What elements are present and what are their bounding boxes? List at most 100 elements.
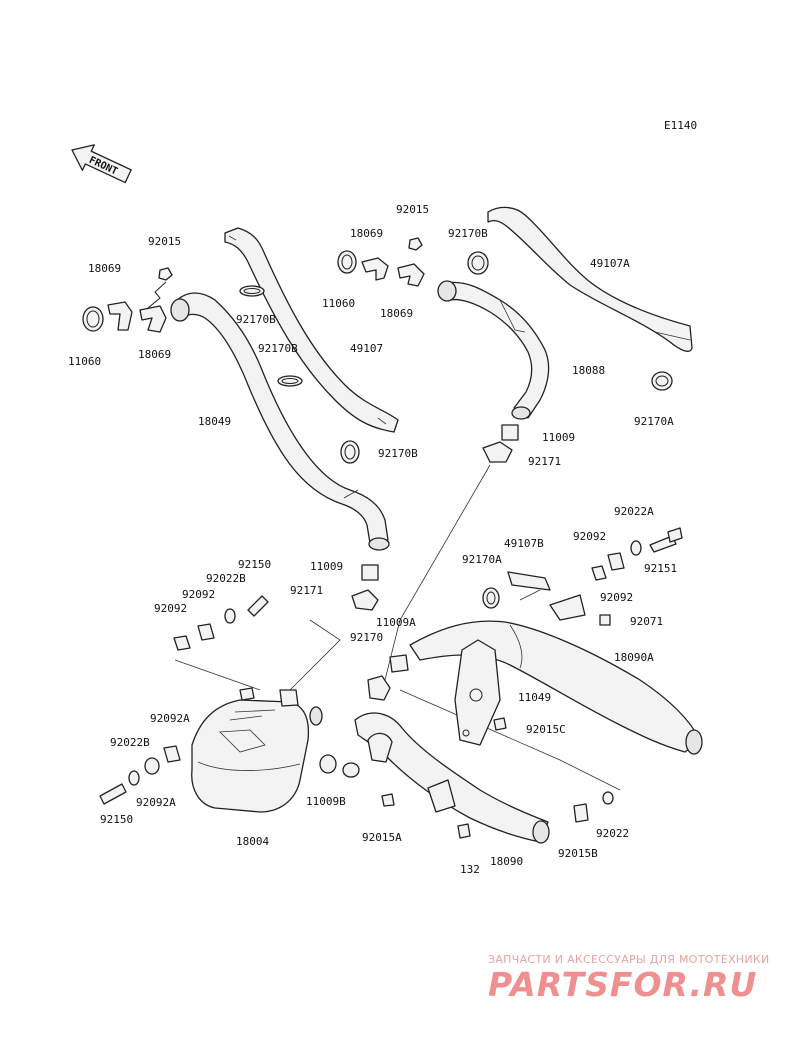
label-11009b: 11009B [306, 795, 346, 808]
bolt-132 [457, 823, 471, 839]
clamp-92170b-4 [467, 251, 489, 275]
label-92171-b: 92171 [290, 584, 323, 597]
part-labels: 92015 18069 11060 18069 92170B 92170B 49… [68, 203, 677, 876]
clamp-92170b-2 [277, 375, 303, 387]
watermark-brand: PARTSFOR.RU [488, 965, 757, 1004]
gasket-11009-top [501, 424, 519, 441]
heat-cover-49107b [507, 571, 551, 591]
clamp-92171-top [482, 441, 513, 463]
label-11009-a: 11009 [542, 431, 575, 444]
bracket-mount [549, 594, 586, 621]
gasket-11009a [389, 654, 409, 673]
label-92015-a: 92015 [148, 235, 181, 248]
nut-92015b [573, 803, 589, 823]
label-92170b-c: 92170B [378, 447, 418, 460]
washer-92022a [630, 540, 642, 556]
label-92071: 92071 [630, 615, 663, 628]
label-92092-a: 92092 [573, 530, 606, 543]
label-92092a-a: 92092A [150, 712, 190, 725]
label-92022b-b: 92022B [110, 736, 150, 749]
label-92015b: 92015B [558, 847, 598, 860]
label-132: 132 [460, 863, 480, 876]
washer-92022b-bottom [128, 770, 140, 786]
label-92150-b: 92150 [100, 813, 133, 826]
label-18069-a: 18069 [88, 262, 121, 275]
clamp-92170a-mid [482, 587, 500, 609]
flange-18069-right [361, 257, 389, 281]
label-92022: 92022 [596, 827, 629, 840]
label-92015c: 92015C [526, 723, 566, 736]
clamp-92171-left [351, 589, 379, 611]
heat-cover-49107 [224, 227, 399, 433]
label-92170b-a: 92170B [236, 313, 276, 326]
label-18069-d: 18069 [380, 307, 413, 320]
watermark-tagline: ЗАПЧАСТИ И АКСЕССУАРЫ ДЛЯ МОТОТЕХНИКИ [488, 953, 770, 966]
grommet-92092-a [591, 565, 607, 581]
grommet-92092a-a [163, 745, 181, 763]
label-11049: 11049 [518, 691, 551, 704]
label-92015a: 92015A [362, 831, 402, 844]
flange-18069-left-2 [139, 305, 167, 333]
label-18069-c: 18069 [350, 227, 383, 240]
flange-18069-left [107, 301, 133, 331]
clamp-92170a-right [651, 371, 673, 391]
label-92170a-a: 92170A [634, 415, 674, 428]
label-92170: 92170 [350, 631, 383, 644]
label-92150-a: 92150 [238, 558, 271, 571]
header-pipe-18049 [170, 292, 390, 551]
pre-muffler-18004 [191, 687, 323, 813]
clamp-lower [342, 762, 360, 778]
header-pipe-18088 [437, 280, 550, 420]
gasket-11060-left [82, 306, 104, 332]
label-92171-a: 92171 [528, 455, 561, 468]
label-92170a-b: 92170A [462, 553, 502, 566]
grommet-92092a-b [144, 757, 160, 775]
muffler-18090 [354, 712, 550, 844]
label-49107: 49107 [350, 342, 383, 355]
label-11060-a: 11060 [68, 355, 101, 368]
nut-92015a [381, 793, 395, 807]
label-92015-b: 92015 [396, 203, 429, 216]
label-92092-b: 92092 [600, 591, 633, 604]
heat-cover-49107a [487, 206, 693, 352]
label-92092-d: 92092 [154, 602, 187, 615]
washer-92022b-top [224, 608, 236, 624]
nut-92015-right [408, 237, 423, 251]
washer-92022 [602, 791, 614, 805]
bracket-11049 [454, 639, 501, 746]
label-49107b: 49107B [504, 537, 544, 550]
label-11009-b: 11009 [310, 560, 343, 573]
grommet-92092-c [173, 635, 191, 651]
gasket-11009b [319, 754, 337, 774]
bolt-92150-bottom [99, 783, 127, 805]
label-18069-b: 18069 [138, 348, 171, 361]
label-18088: 18088 [572, 364, 605, 377]
nut-92015c [493, 717, 507, 731]
clamp-92170 [367, 675, 391, 701]
front-arrow-icon: FRONT [71, 144, 132, 184]
clamp-92170b-3 [340, 440, 360, 464]
label-92092a-b: 92092A [136, 796, 176, 809]
bolt-92071 [599, 614, 611, 626]
gasket-11060-right [337, 250, 357, 274]
clamp-92170b-1 [239, 285, 265, 297]
bolt-92150-top [247, 595, 269, 617]
label-49107a: 49107A [590, 257, 630, 270]
label-18049: 18049 [198, 415, 231, 428]
flange-18069-right-2 [397, 263, 425, 287]
label-18004: 18004 [236, 835, 269, 848]
label-18090a: 18090A [614, 651, 654, 664]
label-92170b-b: 92170B [258, 342, 298, 355]
grommet-92092-b [607, 552, 625, 571]
label-18090: 18090 [490, 855, 523, 868]
watermark: ЗАПЧАСТИ И АКСЕССУАРЫ ДЛЯ МОТОТЕХНИКИ PA… [488, 953, 770, 1004]
label-92170b-d: 92170B [448, 227, 488, 240]
label-92151: 92151 [644, 562, 677, 575]
nut-92015-left [158, 267, 173, 281]
label-11009a: 11009A [376, 616, 416, 629]
grommet-92092-d [197, 623, 215, 641]
label-92022a: 92022A [614, 505, 654, 518]
label-92092-c: 92092 [182, 588, 215, 601]
